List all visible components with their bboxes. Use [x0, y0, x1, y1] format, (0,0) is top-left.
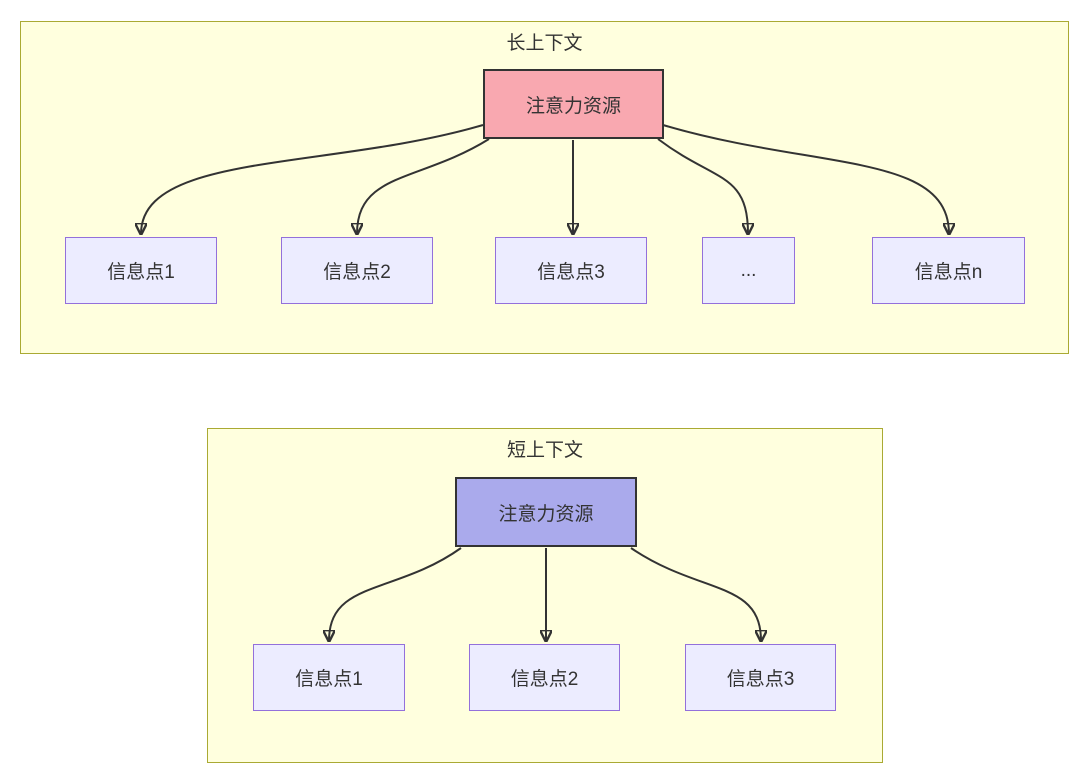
short-info-node-1: 信息点1: [253, 644, 405, 711]
long-context-title: 长上下文: [506, 33, 583, 54]
short-info-node-2: 信息点2: [469, 644, 620, 711]
short-context-title: 短上下文: [506, 440, 583, 461]
long-info-node-ellipsis: ...: [702, 237, 795, 304]
short-info-node-3: 信息点3: [685, 644, 836, 711]
long-info-node-2: 信息点2: [281, 237, 433, 304]
short-attention-node: 注意力资源: [455, 477, 637, 547]
long-info-node-n: 信息点n: [872, 237, 1025, 304]
long-info-node-3: 信息点3: [495, 237, 647, 304]
long-info-node-1: 信息点1: [65, 237, 217, 304]
long-attention-node: 注意力资源: [483, 69, 664, 139]
